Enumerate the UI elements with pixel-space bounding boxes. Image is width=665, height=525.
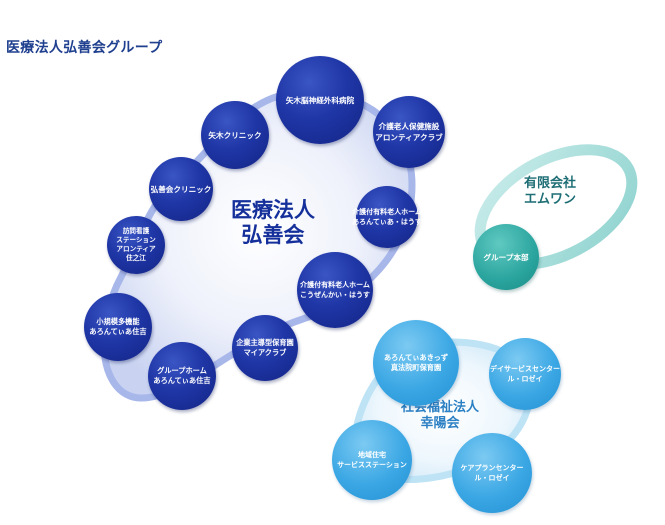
limited-company-name: 有限会社 エムワン bbox=[523, 176, 576, 207]
facility-node-care-plan-center: ケアプランセンター ル・ロゼイ bbox=[452, 433, 532, 513]
facility-node-community-service-station: 地域住宅 サービスステーション bbox=[332, 420, 412, 500]
facility-node-yagi-clinic: 矢木クリニック bbox=[201, 101, 269, 169]
welfare-corporation-name: 社会福祉法人 幸陽会 bbox=[400, 400, 479, 431]
facility-node-aronteia-house: 介護付有料老人ホーム あろんてぃあ・はうす bbox=[352, 186, 422, 248]
facility-node-kozenkai-house: 介護付有料老人ホーム こうぜんかい・はうす bbox=[297, 252, 373, 328]
facility-node-aronteia-kids-nursery: あろんてぃあきっず 真法院町保育園 bbox=[373, 320, 459, 406]
facility-node-maia-club-nursery: 企業主導型保育園 マイアクラブ bbox=[232, 315, 298, 381]
facility-node-day-service-center: デイサービスセンター ル・ロゼイ bbox=[489, 338, 561, 410]
medical-corporation-name: 医療法人 弘善会 bbox=[231, 198, 315, 248]
facility-node-visiting-nursing-station: 訪問看護 ステーション アロンティア 住之江 bbox=[107, 216, 165, 274]
facility-node-yagi-neurosurgery-hospital: 矢木脳神経外科病院 bbox=[276, 56, 364, 144]
facility-node-group-headquarters: グループ本部 bbox=[473, 224, 539, 290]
facility-node-small-multifunction-sumiyoshi: 小規模多機能 あろんてぃあ住吉 bbox=[84, 293, 152, 361]
facility-node-kozenkai-clinic: 弘善会クリニック bbox=[149, 157, 213, 221]
page-title: 医療法人弘善会グループ bbox=[6, 40, 163, 56]
facility-node-group-home-sumiyoshi: グループホーム あろんてぃあ住吉 bbox=[148, 342, 216, 410]
facility-node-geriatric-health-facility: 介護老人保健施設 アロンティアクラブ bbox=[373, 96, 445, 168]
